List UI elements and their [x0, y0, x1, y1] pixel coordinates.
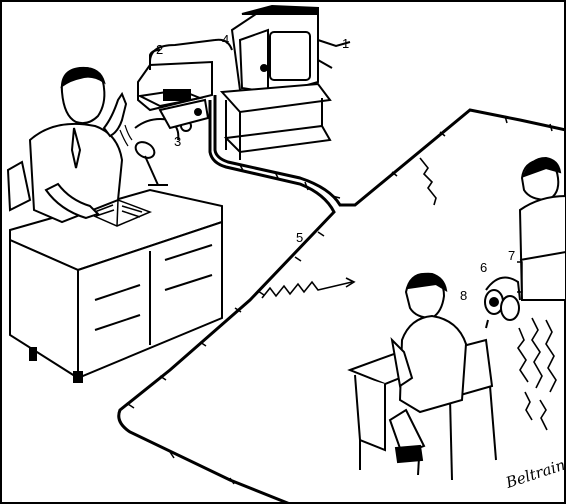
loop-wire — [117, 95, 566, 504]
recorder-on-stand — [219, 4, 332, 160]
label-5: 5 — [296, 230, 303, 245]
amplifier-unit — [136, 60, 213, 132]
label-8: 8 — [460, 288, 467, 303]
label-7: 7 — [508, 248, 515, 263]
bracket-7 — [517, 261, 523, 293]
background-student — [518, 156, 566, 301]
teacher-desk — [9, 188, 223, 383]
wire-clips — [127, 115, 553, 485]
connecting-cords — [149, 38, 351, 70]
student-figure — [388, 272, 468, 464]
teacher-figure — [6, 66, 128, 224]
label-3: 3 — [174, 134, 181, 149]
artist-signature: Beltrain — [503, 456, 566, 492]
label-4: 4 — [222, 32, 229, 47]
label-1: 1 — [342, 36, 349, 51]
signal-waves — [261, 157, 557, 431]
label-6: 6 — [480, 260, 487, 275]
headphones — [484, 276, 521, 329]
label-2: 2 — [156, 42, 163, 57]
